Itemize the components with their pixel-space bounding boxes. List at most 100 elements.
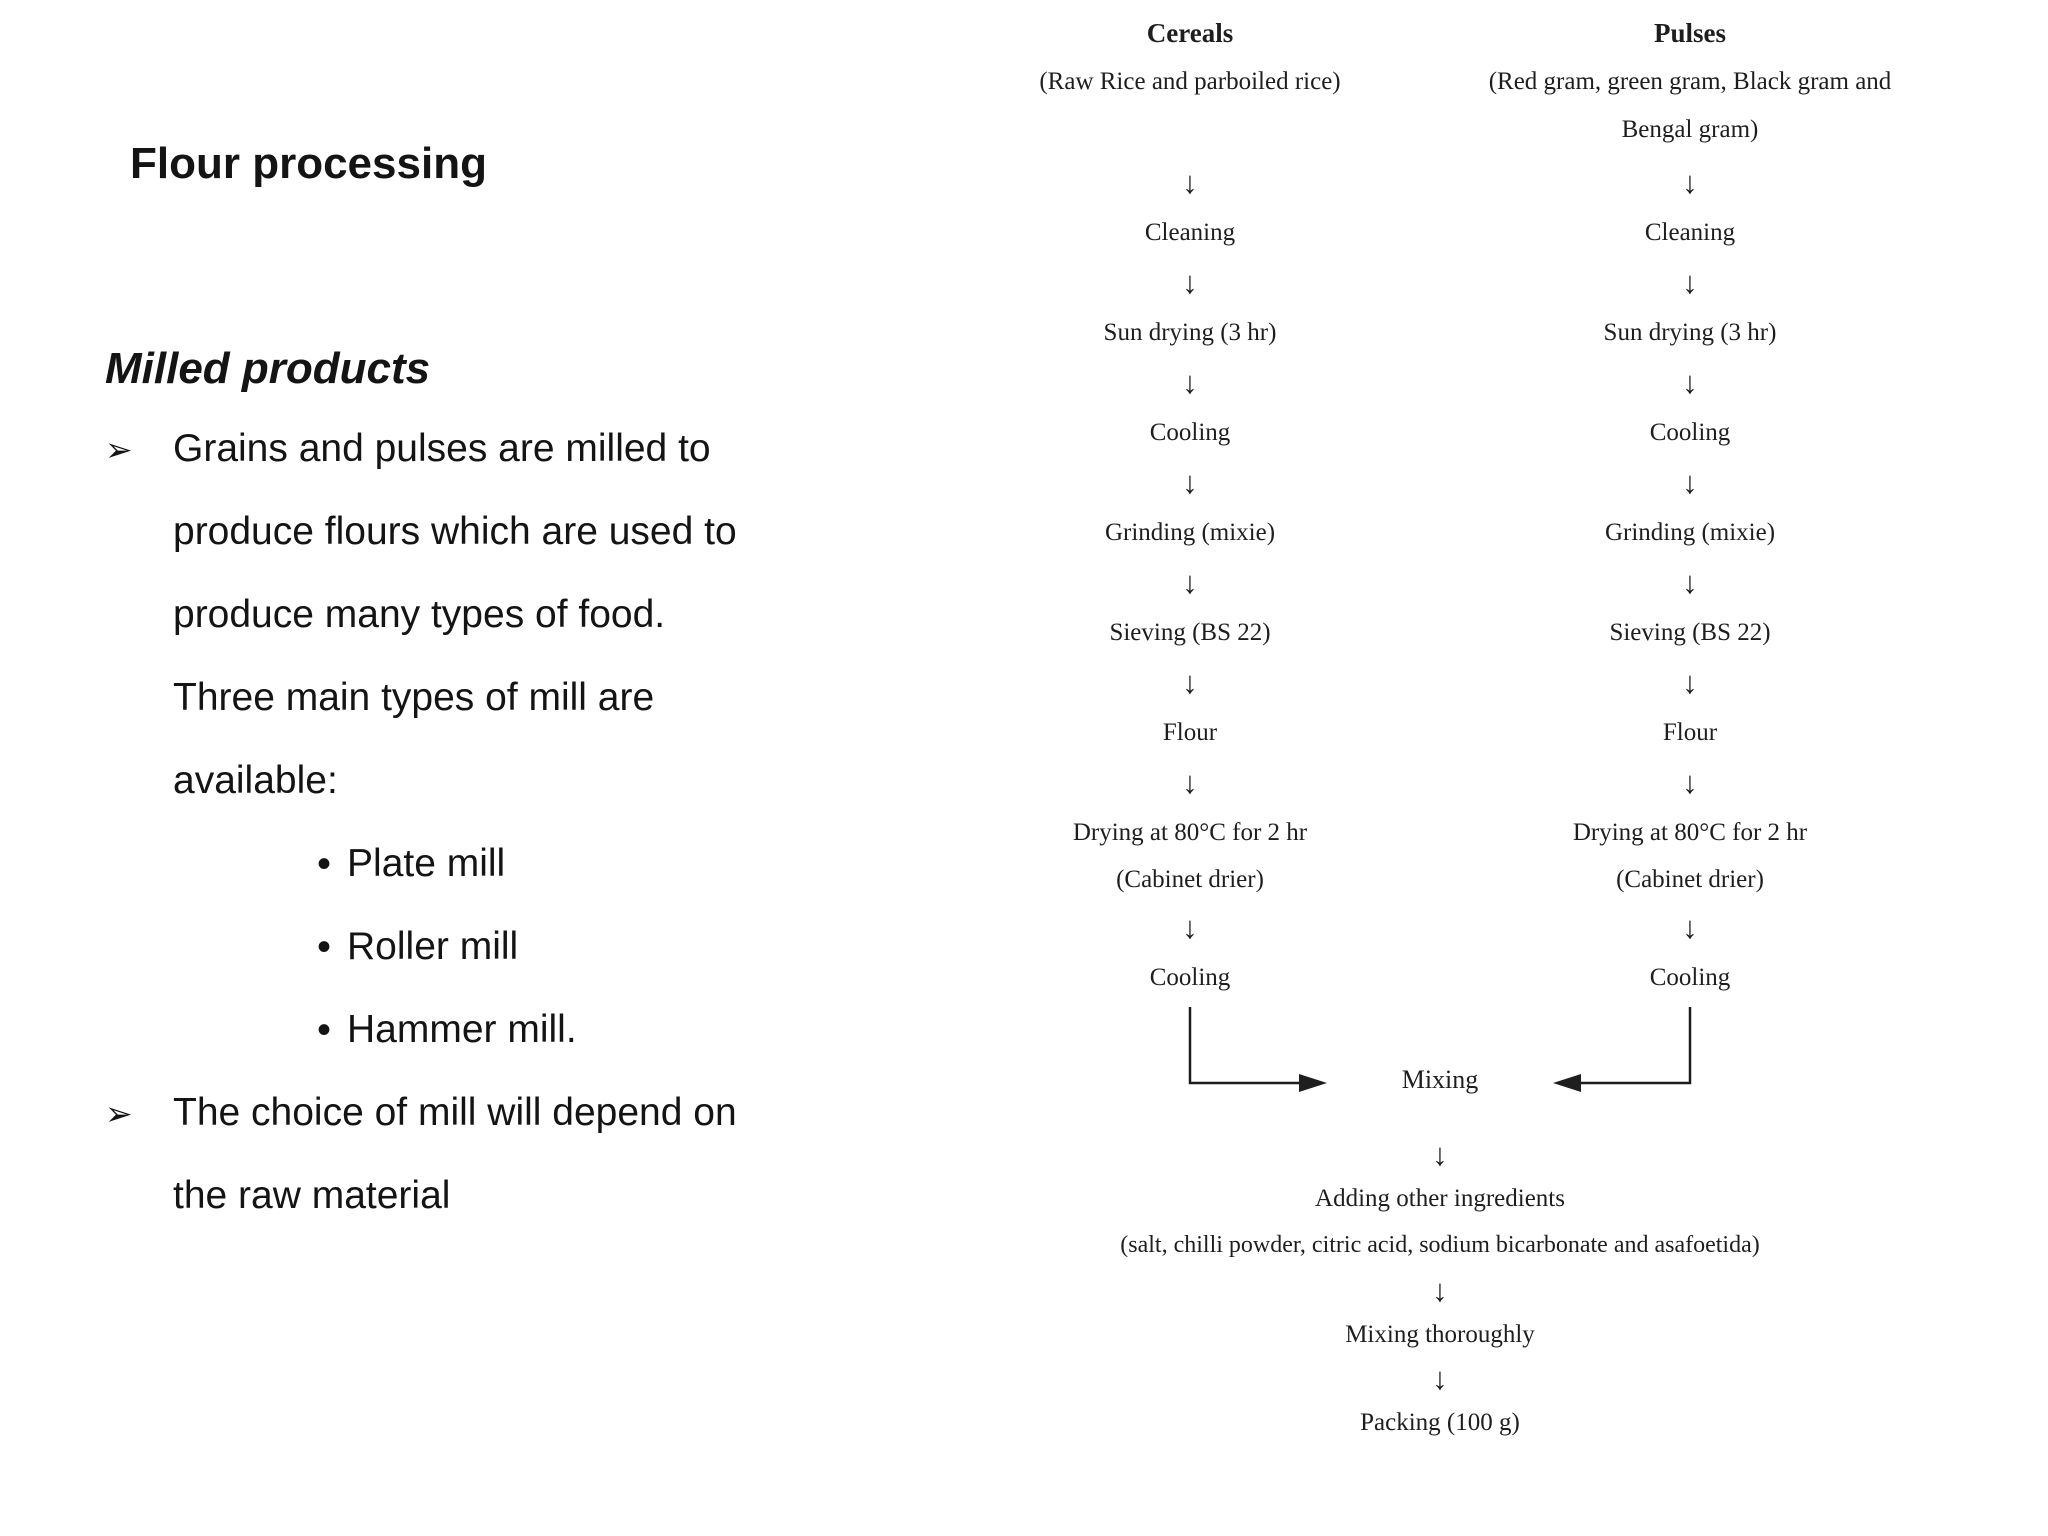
column-subtitle-pulses: (Red gram, green gram, Black gram and Be… xyxy=(1440,58,1940,158)
flow-node-row: Cooling Cooling xyxy=(940,953,1940,1003)
flow-node-mixing: Mixing xyxy=(1401,1065,1479,1094)
sub-bullet-item: • Hammer mill. xyxy=(105,989,1025,1072)
bullet-text-line: the raw material xyxy=(105,1155,1025,1238)
flow-node: Packing (100 g) xyxy=(1360,1409,1520,1436)
bullet-list: ➢ Grains and pulses are milled to produc… xyxy=(105,408,1025,1238)
subtitle-line: (Raw Rice and parboiled rice) xyxy=(1039,68,1341,95)
down-arrow-icon: ↓ xyxy=(1432,1273,1448,1308)
flow-arrow-row: ↓ ↓ xyxy=(940,458,1940,508)
down-arrow-icon: ↓ xyxy=(1682,265,1698,300)
down-arrow-icon: ↓ xyxy=(1182,265,1198,300)
flow-node: Cooling xyxy=(1149,419,1231,446)
flow-arrow-row: ↓ ↓ xyxy=(940,658,1940,708)
bullet-text-line: Grains and pulses are milled to xyxy=(173,427,711,471)
flow-node: Cooling xyxy=(1649,419,1731,446)
flow-node: Drying at 80°C for 2 hr (Cabinet drier) xyxy=(1440,808,1940,903)
dot-bullet-icon: • xyxy=(317,841,332,886)
bullet-text-line: The choice of mill will depend on xyxy=(173,1091,737,1135)
flowchart: Cereals Pulses (Raw Rice and parboiled r… xyxy=(940,8,1960,1445)
flow-node: Flour xyxy=(1662,719,1718,746)
down-arrow-icon: ↓ xyxy=(1182,665,1198,700)
bullet-text-line: produce flours which are used to xyxy=(173,510,737,554)
down-arrow-icon: ↓ xyxy=(1682,565,1698,600)
column-header-pulses: Pulses xyxy=(1653,17,1726,48)
merge-lines xyxy=(1188,1007,1692,1092)
dot-bullet-icon: • xyxy=(317,1007,332,1052)
sub-bullet-item: • Plate mill xyxy=(105,823,1025,906)
flow-node-line: Drying at 80°C for 2 hr xyxy=(1072,818,1308,846)
flow-arrow-row: ↓ ↓ xyxy=(940,558,1940,608)
down-arrow-icon: ↓ xyxy=(1182,565,1198,600)
down-arrow-icon: ↓ xyxy=(1432,1137,1448,1172)
bullet-text-line: produce many types of food. xyxy=(105,574,1025,657)
flow-node-row: Sun drying (3 hr) Sun drying (3 hr) xyxy=(940,308,1940,358)
flow-node-line: (Cabinet drier) xyxy=(1116,865,1264,893)
flow-node: Sieving (BS 22) xyxy=(1109,619,1271,646)
dot-bullet-icon: • xyxy=(317,924,332,969)
sub-bullet-item: • Roller mill xyxy=(105,906,1025,989)
flow-node: Cooling xyxy=(1649,964,1731,991)
bullet-text-line: the raw material xyxy=(173,1174,451,1218)
merge-connector: Mixing xyxy=(940,1003,1940,1133)
flow-node: Sun drying (3 hr) xyxy=(1103,319,1277,346)
flow-node-line: Drying at 80°C for 2 hr xyxy=(1572,818,1808,846)
flow-node: Mixing thoroughly xyxy=(1345,1321,1535,1348)
flow-node: Grinding (mixie) xyxy=(1104,519,1276,546)
flow-node-row: Grinding (mixie) Grinding (mixie) xyxy=(940,508,1940,558)
down-arrow-icon: ↓ xyxy=(1682,665,1698,700)
flow-node: Sieving (BS 22) xyxy=(1609,619,1771,646)
section-heading: Milled products xyxy=(105,344,431,394)
sub-bullet-label: Roller mill xyxy=(347,925,519,969)
flowchart-subtitle-row: (Raw Rice and parboiled rice) (Red gram,… xyxy=(940,58,1940,158)
flow-node: Sun drying (3 hr) xyxy=(1603,319,1777,346)
flowchart-header-row: Cereals Pulses xyxy=(940,8,1940,58)
flow-node-row: Drying at 80°C for 2 hr (Cabinet drier) … xyxy=(940,808,1940,903)
down-arrow-icon: ↓ xyxy=(1682,765,1698,800)
arrow-bullet-icon: ➢ xyxy=(105,429,133,469)
flow-node-row: Cooling Cooling xyxy=(940,408,1940,458)
bullet-text-line: Three main types of mill are xyxy=(105,657,1025,740)
bullet-text-line: Three main types of mill are xyxy=(173,676,655,720)
down-arrow-icon: ↓ xyxy=(1682,365,1698,400)
bullet-text-line: available: xyxy=(105,740,1025,823)
bullet-item: ➢ Grains and pulses are milled to xyxy=(105,408,1025,491)
flow-node: Cleaning xyxy=(1644,219,1736,246)
down-arrow-icon: ↓ xyxy=(1182,910,1198,945)
flow-node: Cooling xyxy=(1149,964,1231,991)
flow-arrow-row: ↓ ↓ xyxy=(940,903,1940,953)
bullet-text-line: available: xyxy=(173,759,338,803)
flow-arrow-row: ↓ ↓ xyxy=(940,758,1940,808)
flowchart-tail: ↓ Adding other ingredients (salt, chilli… xyxy=(940,1133,1940,1445)
down-arrow-icon: ↓ xyxy=(1682,165,1698,200)
flow-node: Adding other ingredients xyxy=(1315,1185,1565,1212)
flow-node: Drying at 80°C for 2 hr (Cabinet drier) xyxy=(940,808,1440,903)
sub-bullet-label: Plate mill xyxy=(347,842,506,886)
down-arrow-icon: ↓ xyxy=(1682,910,1698,945)
bullet-text-line: produce many types of food. xyxy=(173,593,666,637)
flow-node-row: Flour Flour xyxy=(940,708,1940,758)
subtitle-line: (Red gram, green gram, Black gram and xyxy=(1488,68,1892,95)
flow-node: Cleaning xyxy=(1144,219,1236,246)
column-subtitle-cereals: (Raw Rice and parboiled rice) xyxy=(940,58,1440,158)
flow-arrow-row: ↓ ↓ xyxy=(940,158,1940,208)
bullet-text-line: produce flours which are used to xyxy=(105,491,1025,574)
down-arrow-icon: ↓ xyxy=(1182,465,1198,500)
flow-node-row: Sieving (BS 22) Sieving (BS 22) xyxy=(940,608,1940,658)
down-arrow-icon: ↓ xyxy=(1682,465,1698,500)
down-arrow-icon: ↓ xyxy=(1432,1361,1448,1396)
text-panel: Flour processing Milled products ➢ Grain… xyxy=(105,139,1025,1238)
flow-node-line: (salt, chilli powder, citric acid, sodiu… xyxy=(1120,1232,1760,1258)
sub-bullet-label: Hammer mill. xyxy=(347,1008,577,1052)
flow-node-line: (Cabinet drier) xyxy=(1616,865,1764,893)
subtitle-line: Bengal gram) xyxy=(1621,116,1759,143)
down-arrow-icon: ↓ xyxy=(1182,165,1198,200)
flow-node-row: Cleaning Cleaning xyxy=(940,208,1940,258)
flow-arrow-row: ↓ ↓ xyxy=(940,358,1940,408)
down-arrow-icon: ↓ xyxy=(1182,765,1198,800)
flow-node: Flour xyxy=(1162,719,1218,746)
column-header-cereals: Cereals xyxy=(1146,17,1234,48)
flow-node: Grinding (mixie) xyxy=(1604,519,1776,546)
page-title: Flour processing xyxy=(130,139,487,188)
arrow-bullet-icon: ➢ xyxy=(105,1093,133,1133)
